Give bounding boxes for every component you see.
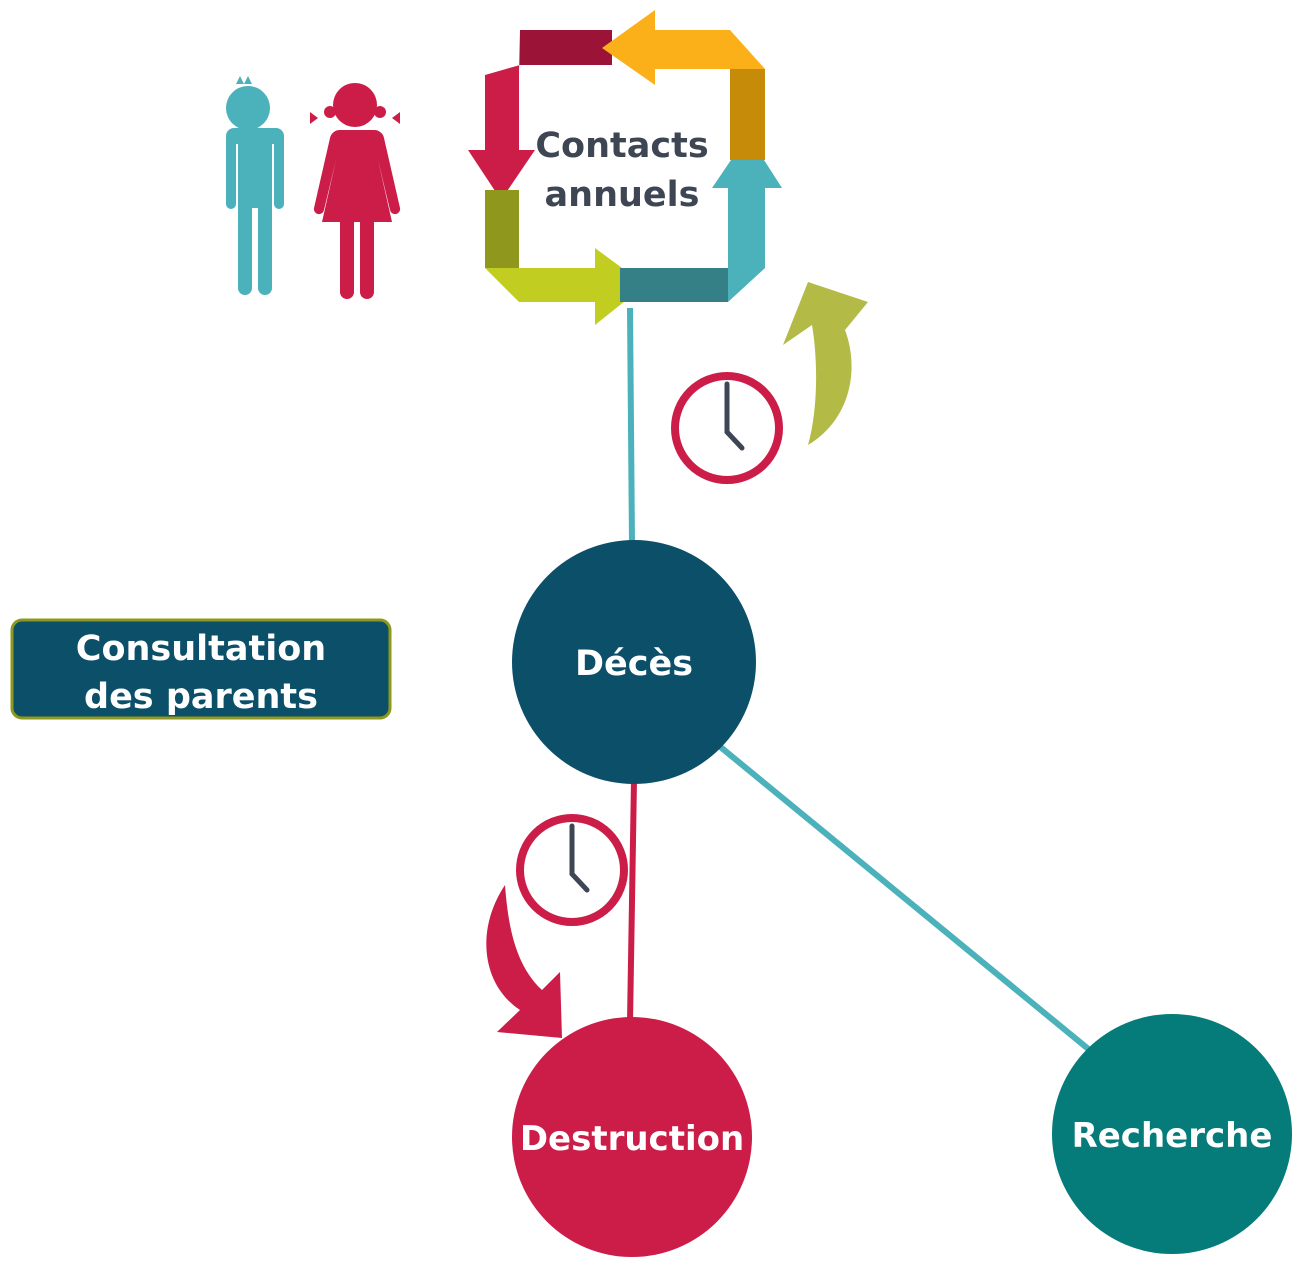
node-recherche xyxy=(1052,1014,1292,1254)
line-cycle-to-deces xyxy=(627,307,635,546)
node-destruction-label: Destruction xyxy=(520,1119,744,1159)
cycle-label-line1: Contacts xyxy=(535,126,708,166)
consultation-line1: Consultation xyxy=(76,629,326,669)
node-deces-label: Décès xyxy=(575,644,693,684)
girl-icon xyxy=(310,83,401,299)
cycle-label-line2: annuels xyxy=(545,175,700,215)
line-deces-to-recherche xyxy=(716,742,1094,1055)
clock-icon xyxy=(671,372,783,484)
clock-icon-2 xyxy=(516,814,628,926)
consultation-box xyxy=(10,618,392,720)
line-deces-to-destruction xyxy=(627,779,637,1023)
curved-down-arrow-icon xyxy=(486,885,562,1038)
node-destruction xyxy=(512,1017,752,1257)
curved-up-arrow-icon xyxy=(783,282,868,445)
node-recherche-label: Recherche xyxy=(1072,1116,1273,1156)
cycle-arrows-icon xyxy=(468,10,782,325)
node-deces xyxy=(512,540,756,784)
boy-icon xyxy=(220,76,284,295)
consultation-line2: des parents xyxy=(84,677,318,717)
